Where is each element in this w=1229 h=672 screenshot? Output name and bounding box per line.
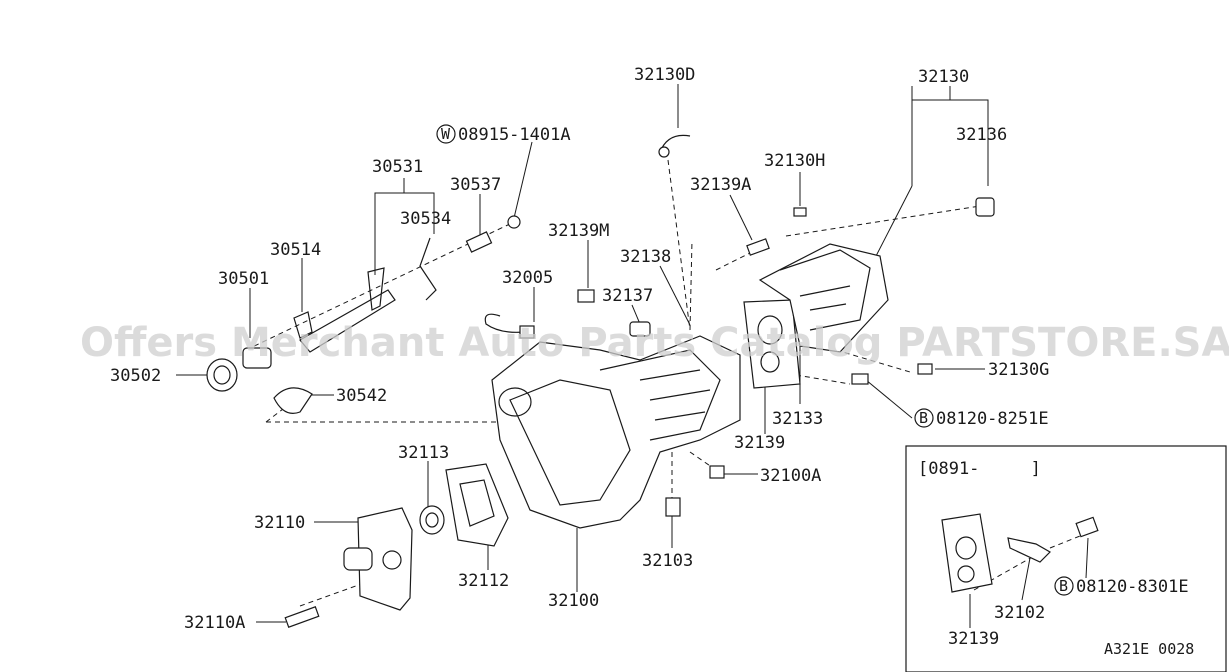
w-marker (436, 124, 456, 144)
inset-box (905, 445, 1227, 672)
label-32103: 32103 (642, 551, 693, 571)
label-30501: 30501 (218, 269, 269, 289)
b-marker-letter: B (919, 409, 928, 427)
b-marker-inset (1054, 576, 1074, 596)
label-32139M: 32139M (548, 221, 609, 241)
bolt (851, 373, 869, 385)
label-08120-8301E: 08120-8301E (1076, 577, 1189, 597)
label-32113: 32113 (398, 443, 449, 463)
label-30542: 30542 (336, 386, 387, 406)
inset-bracket (1007, 537, 1051, 563)
leader-lines (176, 84, 989, 623)
bushing (629, 321, 651, 337)
inset-bolt (1075, 516, 1099, 538)
label-32139A: 32139A (690, 175, 751, 195)
inset-date-range: [0891- ] (918, 459, 1041, 479)
label-32130G: 32130G (988, 360, 1049, 380)
label-30502: 30502 (110, 366, 161, 386)
bolt (746, 238, 770, 256)
clip (793, 207, 807, 217)
inset-adapter-plate (941, 513, 993, 593)
front-cover (357, 507, 413, 611)
washer (507, 215, 521, 229)
label-30514: 30514 (270, 240, 321, 260)
withdrawal-lever (299, 289, 396, 353)
label-32136: 32136 (956, 125, 1007, 145)
dust-boot (273, 387, 313, 414)
label-32137: 32137 (602, 286, 653, 306)
watermark: Offers Merchant Auto Parts Catalog PARTS… (80, 320, 1229, 366)
b-marker (914, 408, 934, 428)
switch-harness (484, 313, 525, 333)
label-32110: 32110 (254, 513, 305, 533)
label-32130D: 32130D (634, 65, 695, 85)
bolt (709, 465, 725, 479)
diagram-code: A321E 0028 (1104, 640, 1194, 658)
bearing-sleeve (242, 347, 272, 369)
label-32139: 32139 (734, 433, 785, 453)
label-32139-inset: 32139 (948, 629, 999, 649)
label-08915-1401A: 08915-1401A (458, 125, 571, 145)
parts (206, 134, 1227, 672)
b-marker-inset-letter: B (1059, 577, 1068, 595)
transmission-case (491, 335, 741, 529)
retainer-spring (419, 237, 437, 301)
label-30534: 30534 (400, 209, 451, 229)
gasket (445, 463, 509, 547)
drain-plug (665, 497, 681, 517)
label-32100A: 32100A (760, 466, 821, 486)
label-32112: 32112 (458, 571, 509, 591)
label-32005: 32005 (502, 268, 553, 288)
label-32110A: 32110A (184, 613, 245, 633)
label-32130H: 32130H (764, 151, 825, 171)
label-30531: 30531 (372, 157, 423, 177)
oil-seal (419, 505, 445, 535)
label-32100: 32100 (548, 591, 599, 611)
label-32130: 32130 (918, 67, 969, 87)
plug (577, 289, 595, 303)
label-32102: 32102 (994, 603, 1045, 623)
release-bearing (206, 358, 238, 392)
label-32138: 32138 (620, 247, 671, 267)
label-08120-8251E: 08120-8251E (936, 409, 1049, 429)
rear-bushing (975, 197, 995, 217)
bolt (284, 606, 320, 628)
part-labels: 32130D 32130 32136 32130H 32139A W 08915… (110, 65, 1194, 658)
bolt (917, 363, 933, 375)
neutral-switch (519, 325, 535, 339)
pivot-bolt (465, 231, 493, 253)
w-marker-letter: W (441, 125, 451, 143)
label-32133: 32133 (772, 409, 823, 429)
rear-extension (758, 243, 889, 353)
label-30537: 30537 (450, 175, 501, 195)
